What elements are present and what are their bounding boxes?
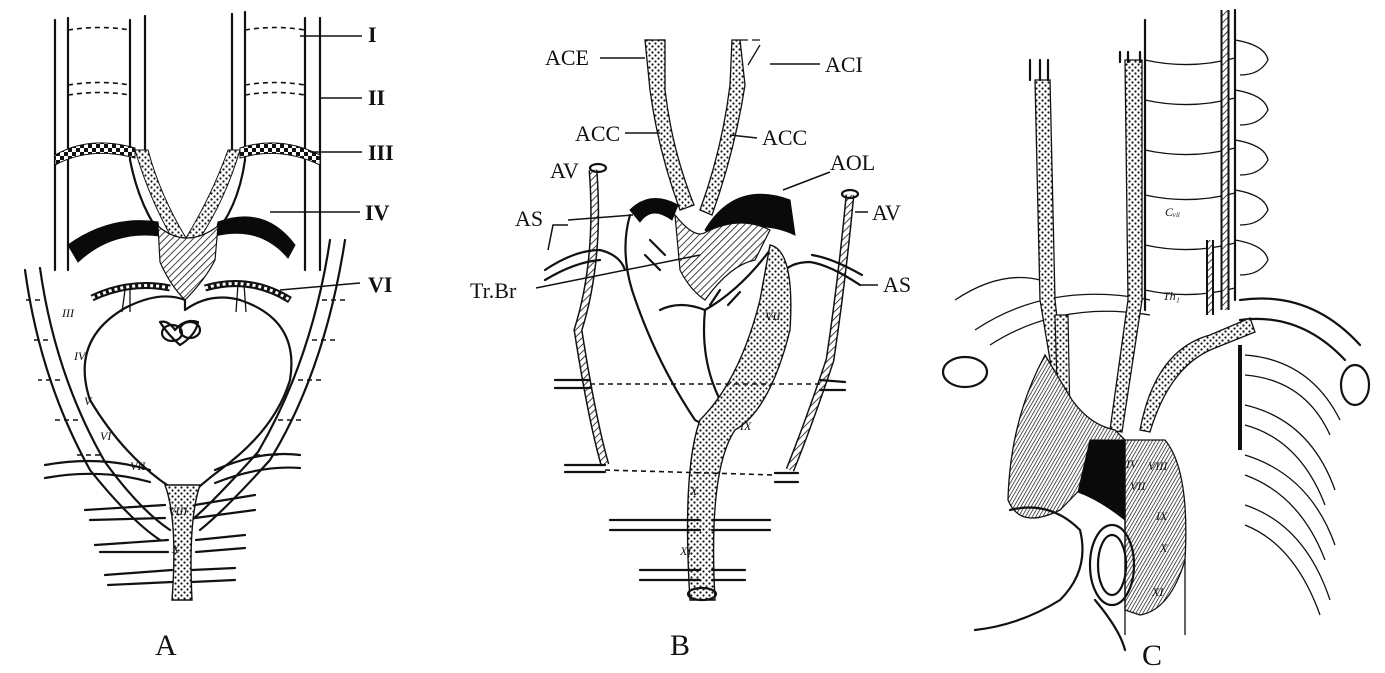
panel-b-label-aol: AOL	[830, 150, 875, 175]
svg-text:XI: XI	[679, 544, 692, 558]
panel-b-vertebral-right	[790, 195, 850, 470]
svg-text:XI: XI	[1151, 585, 1164, 599]
panel-b-label-as-right: AS	[883, 272, 911, 297]
panel-b: VII IX X XI ACE ACI ACC ACC AV AOL AS AV…	[470, 40, 911, 662]
panel-a-arch-iv-left	[68, 221, 160, 262]
svg-text:X: X	[171, 542, 180, 556]
svg-text:IV: IV	[73, 349, 87, 363]
svg-text:X: X	[1159, 541, 1168, 555]
svg-text:VI: VI	[100, 429, 112, 443]
svg-text:X: X	[689, 484, 698, 498]
panel-b-letter: B	[670, 629, 690, 662]
panel-a-label-iii: III	[368, 140, 394, 165]
svg-text:VIII: VIII	[168, 504, 188, 518]
panel-a-letter: A	[155, 629, 177, 662]
panel-c: Cᵥᵢᵢ Th₁ IV VIII VI	[943, 10, 1369, 672]
svg-text:VII: VII	[130, 459, 146, 473]
panel-a: III IV V VI VII VIII X I II III IV VI A	[25, 12, 394, 662]
svg-text:IV: IV	[1125, 457, 1139, 471]
panel-a-arch-iv-right	[215, 217, 295, 258]
panel-a-label-vi: VI	[368, 272, 392, 297]
panel-a-label-iv: IV	[365, 200, 390, 225]
svg-text:VII: VII	[1130, 479, 1146, 493]
svg-text:VIII: VIII	[1148, 459, 1168, 473]
panel-b-right-subclavian-solid	[630, 199, 678, 222]
svg-text:IX: IX	[739, 419, 752, 433]
panel-a-label-ii: II	[368, 85, 385, 110]
panel-a-arch-iii-right	[240, 143, 320, 165]
panel-c-label-cvii: Cᵥᵢᵢ	[1165, 205, 1180, 219]
svg-text:III: III	[61, 306, 75, 320]
svg-text:VII: VII	[765, 309, 781, 323]
panel-a-label-i: I	[368, 22, 377, 47]
svg-text:IX: IX	[1155, 509, 1168, 523]
panel-c-letter: C	[1142, 639, 1162, 672]
panel-b-label-av-left: AV	[550, 158, 579, 183]
panel-b-label-av-right: AV	[872, 200, 901, 225]
panel-b-label-as-left: AS	[515, 206, 543, 231]
panel-b-label-acc-right: ACC	[762, 125, 807, 150]
panel-b-label-aci: ACI	[825, 52, 863, 77]
panel-b-label-ace: ACE	[545, 45, 589, 70]
panel-b-label-acc-left: ACC	[575, 121, 620, 146]
panel-c-label-th1: Th₁	[1163, 289, 1180, 303]
panel-b-label-trbr: Tr.Br	[470, 278, 517, 303]
